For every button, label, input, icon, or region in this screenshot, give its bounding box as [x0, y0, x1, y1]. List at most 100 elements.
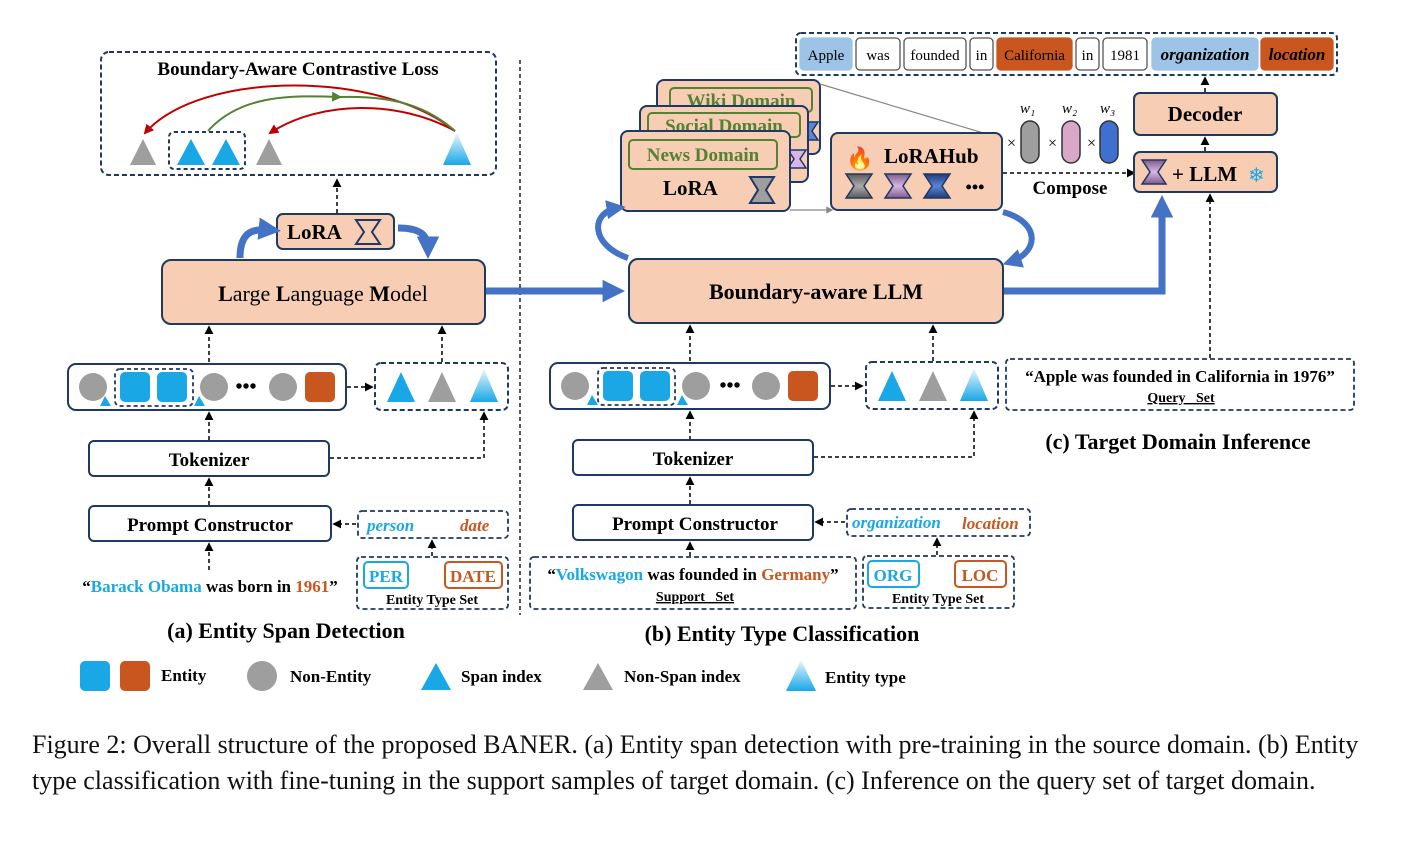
tokenizer-box — [88, 440, 330, 477]
output-token-label: California — [1004, 48, 1065, 64]
times-sign: × — [1007, 135, 1016, 152]
type-per-label: PER — [369, 567, 404, 586]
panel-a-title: (a) Entity Span Detection — [167, 618, 405, 643]
non-entity-token — [79, 373, 107, 401]
span-group-box — [168, 131, 246, 170]
lorahub-box — [830, 132, 1003, 211]
span-index-marker — [100, 396, 111, 406]
span-triangle — [212, 139, 240, 165]
output-token-label: was — [866, 48, 889, 64]
entity-token — [603, 371, 633, 401]
composed-lora-icon — [1140, 159, 1168, 185]
output-token-chip — [855, 37, 901, 71]
source-sentence: “Barack Obama was born in 1961” — [82, 577, 338, 596]
token-sequence-box — [549, 362, 831, 410]
span-index-marker — [677, 395, 688, 405]
non-entity-token — [752, 372, 780, 400]
positive-pair-arc — [339, 95, 456, 132]
type-org-chip — [867, 560, 920, 588]
support-set-box — [529, 556, 857, 610]
entity-type-triangle — [960, 368, 988, 401]
ellipsis: ••• — [719, 375, 740, 397]
output-token-label: in — [1082, 48, 1094, 64]
loop-arrow-left — [595, 200, 630, 261]
span-triangle — [387, 372, 415, 402]
label-words-box — [357, 510, 509, 539]
entity-span-group — [597, 367, 676, 406]
negative-pair-arc — [143, 84, 456, 135]
legend-entity-label: Entity — [161, 666, 207, 685]
type-org-label: ORG — [874, 566, 913, 585]
times-sign: × — [1087, 135, 1096, 152]
boundary-aware-llm-label: Boundary-aware LLM — [709, 279, 923, 304]
label-words-box — [846, 508, 1031, 537]
non-entity-token — [269, 373, 297, 401]
output-token-chip — [799, 37, 853, 71]
token-sequence-box — [67, 363, 347, 411]
type-per-chip — [363, 561, 409, 589]
times-sign: × — [1048, 135, 1057, 152]
support-set-label: Support Set — [656, 590, 735, 605]
non-entity-token — [200, 373, 228, 401]
output-token-label: organization — [1161, 45, 1250, 64]
entity-token — [157, 372, 187, 402]
legend-non-span-index-label: Non-Span index — [624, 667, 741, 686]
query-set-label: Query Set — [1147, 391, 1215, 406]
entity-span-group — [114, 368, 194, 407]
type-loc-label: LOC — [962, 566, 999, 585]
loop-arrow-right — [1002, 209, 1035, 268]
label-location: location — [962, 514, 1019, 533]
entity-type-set-label: Entity Type Set — [892, 592, 984, 607]
entity-type-triangle — [470, 369, 498, 402]
index-sequence-box — [374, 362, 509, 411]
positive-pair-arc — [207, 91, 342, 132]
composed-llm-label: + LLM — [1172, 162, 1237, 186]
non-entity-token — [561, 372, 589, 400]
legend-non-span-index-swatch — [583, 663, 613, 690]
non-span-triangle — [256, 139, 282, 165]
type-loc-chip — [954, 560, 1007, 588]
lora-out-arrow — [397, 224, 440, 259]
weight-w1-bar — [1020, 120, 1040, 164]
output-token-chip — [996, 37, 1073, 71]
span-triangle — [878, 371, 906, 401]
lora-adapter-icon — [883, 173, 913, 199]
output-token-chip — [1151, 37, 1259, 71]
tokenizer-label: Tokenizer — [169, 450, 250, 471]
support-sentence: “Volkswagon was founded in Germany” — [547, 565, 838, 584]
output-token-label: 1981 — [1110, 48, 1140, 64]
weight-w3-label: w₃ — [1100, 101, 1115, 117]
large-language-model-box — [161, 259, 486, 325]
lora-adapter-icon — [844, 173, 874, 199]
entity-type-set-box — [356, 556, 509, 610]
lora-adapter-icon — [748, 176, 776, 204]
span-triangle — [177, 139, 205, 165]
entity-token — [305, 372, 335, 402]
span-index-marker — [194, 396, 205, 406]
news-lora-label: LoRA — [663, 176, 719, 200]
lorahub-label: LoRAHub — [884, 144, 979, 168]
weight-w2-label: w₂ — [1062, 101, 1077, 117]
lora-adapter-icon — [354, 219, 382, 245]
legend-non-entity-label: Non-Entity — [290, 667, 372, 686]
panel-b: Wiki Domain Social Domain News Domain Lo… — [529, 79, 1035, 646]
output-sequence-box — [795, 32, 1338, 76]
prompt-constructor-box — [572, 504, 814, 541]
ellipsis: ••• — [966, 177, 985, 197]
output-token-chip — [903, 37, 967, 71]
lora-adapter-icon — [786, 149, 808, 169]
prompt-constructor-label: Prompt Constructor — [612, 514, 778, 535]
output-token-chip — [1075, 37, 1100, 71]
output-token-label: Apple — [808, 48, 845, 64]
legend-span-index-label: Span index — [461, 667, 542, 686]
negative-pair-arc — [268, 107, 456, 135]
non-span-triangle — [919, 371, 947, 401]
entity-type-set-box — [862, 555, 1015, 609]
legend: Entity Non-Entity Span index Non-Span in… — [80, 660, 906, 691]
non-span-triangle — [130, 139, 156, 165]
ellipsis: ••• — [235, 376, 256, 398]
flow-arrow — [330, 411, 489, 459]
decoder-label: Decoder — [1168, 102, 1243, 126]
